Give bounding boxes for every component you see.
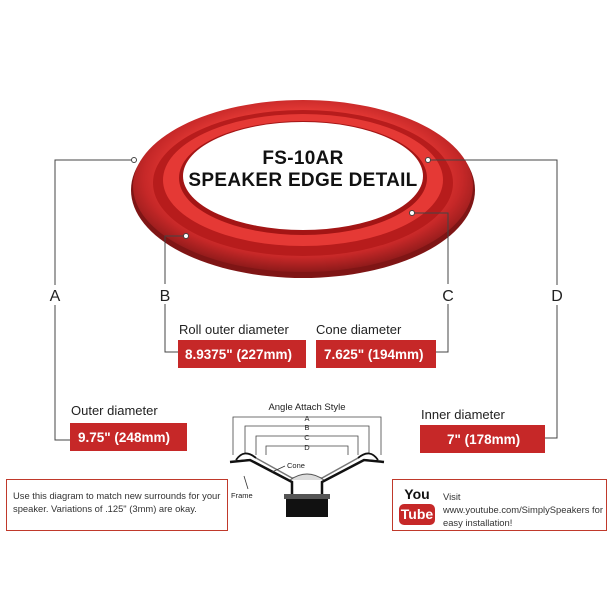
surround-ring-image: [131, 100, 475, 278]
roll-outer-value-box: [178, 340, 306, 368]
cone-value-box: [316, 340, 436, 368]
inner-value-box: [420, 425, 545, 453]
youtube-logo: You Tube: [399, 485, 435, 525]
roll-outer-value: 8.9375" (227mm): [185, 347, 292, 362]
letter-d: D: [551, 288, 563, 305]
inset-letter-a: A: [304, 414, 309, 423]
inset-letter-d: D: [304, 443, 310, 452]
letter-c: C: [442, 288, 454, 305]
dimension-lines: [54, 159, 558, 441]
letter-a: A: [50, 288, 61, 305]
inner-value: 7" (178mm): [447, 432, 520, 447]
youtube-logo-tube: Tube: [399, 504, 435, 525]
inset-letter-c: C: [304, 433, 310, 442]
usage-note-box: Use this diagram to match new surrounds …: [6, 479, 228, 531]
outer-value-box: [70, 423, 187, 451]
title-line-1: FS-10AR: [262, 148, 343, 169]
angle-attach-title: Angle Attach Style: [268, 402, 345, 413]
cone-value: 7.625" (194mm): [324, 347, 423, 362]
outer-value: 9.75" (248mm): [78, 430, 170, 445]
letter-b: B: [160, 288, 171, 305]
youtube-box: You Tube Visit www.youtube.com/SimplySpe…: [392, 479, 607, 531]
usage-note-text: Use this diagram to match new surrounds …: [13, 490, 221, 514]
inner-label: Inner diameter: [421, 407, 505, 422]
outer-label: Outer diameter: [71, 403, 158, 418]
cone-callout: Cone: [287, 461, 305, 470]
inset-letter-b: B: [304, 423, 309, 432]
angle-attach-inset: Angle Attach Style A B C D Cone Frame: [229, 402, 385, 517]
frame-callout: Frame: [231, 491, 253, 500]
cone-label: Cone diameter: [316, 322, 402, 337]
dimension-dots: [131, 157, 431, 239]
youtube-logo-you: You: [404, 486, 430, 502]
title-line-2: SPEAKER EDGE DETAIL: [188, 170, 417, 191]
youtube-link-text[interactable]: Visit www.youtube.com/SimplySpeakers for…: [443, 491, 603, 528]
roll-outer-label: Roll outer diameter: [179, 322, 289, 337]
